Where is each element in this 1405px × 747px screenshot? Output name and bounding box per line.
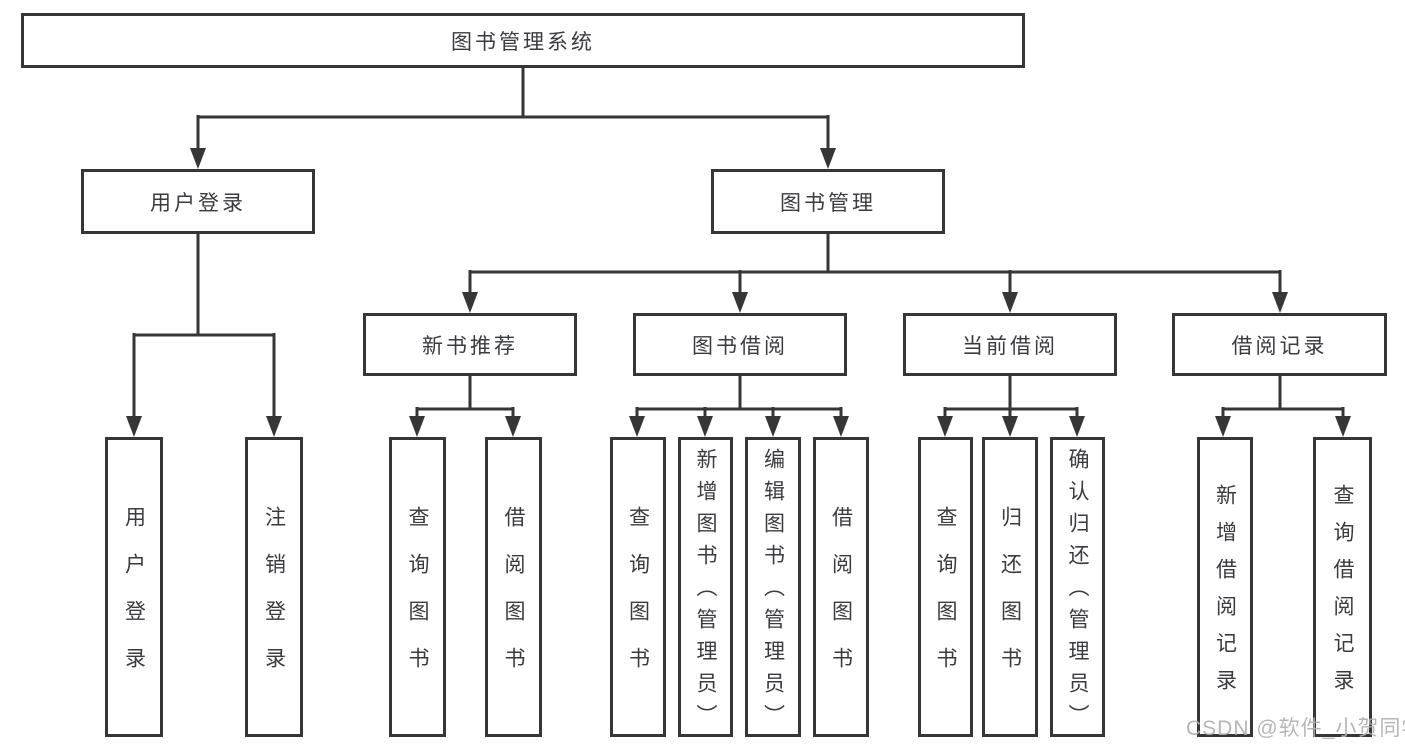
node-label: 图书管理 (780, 191, 876, 215)
leaf-add-borrow-record: 新增借阅记录 (1197, 437, 1253, 737)
node-label: 新书推荐 (422, 334, 518, 358)
leaf-borrow-books: 借阅图书 (813, 437, 869, 737)
node-label: 借阅记录 (1231, 334, 1328, 358)
node-label: 图书管理系统 (451, 30, 595, 54)
node-label: 借阅图书 (502, 506, 525, 694)
node-current-borrowing: 当前借阅 (903, 313, 1117, 376)
leaf-edit-books-admin: 编辑图书（管理员） (745, 437, 801, 737)
node-library-management-system: 图书管理系统 (21, 13, 1025, 68)
node-label: 新增借阅记录 (1213, 484, 1237, 706)
node-label: 注销登录 (262, 506, 286, 694)
node-new-book-recommendation: 新书推荐 (363, 313, 577, 376)
node-label: 图书借阅 (692, 334, 788, 358)
leaf-return-books: 归还图书 (982, 437, 1038, 737)
leaf-query-borrow-record: 查询借阅记录 (1313, 437, 1372, 737)
node-user-login: 用户登录 (81, 169, 315, 234)
node-label: 归还图书 (998, 506, 1022, 694)
csdn-watermark: CSDN @软件_小贺同学 (1186, 717, 1405, 740)
node-label: 编辑图书（管理员） (761, 448, 785, 736)
leaf-query-books-borrow: 查询图书 (610, 437, 666, 737)
node-borrowing-records: 借阅记录 (1172, 313, 1387, 376)
node-label: 用户登录 (150, 191, 246, 215)
node-label: 查询图书 (626, 506, 650, 694)
node-label: 新增图书（管理员） (694, 448, 717, 736)
leaf-query-books-current: 查询图书 (918, 437, 973, 737)
leaf-logout: 注销登录 (245, 437, 303, 737)
node-label: 查询图书 (934, 506, 957, 694)
node-label: 查询图书 (406, 506, 429, 694)
node-label: 借阅图书 (829, 506, 853, 694)
leaf-user-login: 用户登录 (105, 437, 163, 737)
leaf-confirm-return-admin: 确认归还（管理员） (1050, 437, 1105, 737)
leaf-query-books-recommend: 查询图书 (389, 437, 446, 737)
leaf-add-books-admin: 新增图书（管理员） (678, 437, 733, 737)
node-label: 确认归还（管理员） (1066, 448, 1089, 736)
node-label: 当前借阅 (962, 334, 1058, 358)
node-label: 用户登录 (122, 506, 146, 694)
node-label: 查询借阅记录 (1331, 484, 1354, 706)
node-book-borrowing: 图书借阅 (633, 313, 847, 376)
node-book-management: 图书管理 (711, 169, 945, 234)
leaf-borrow-books-recommend: 借阅图书 (485, 437, 542, 737)
